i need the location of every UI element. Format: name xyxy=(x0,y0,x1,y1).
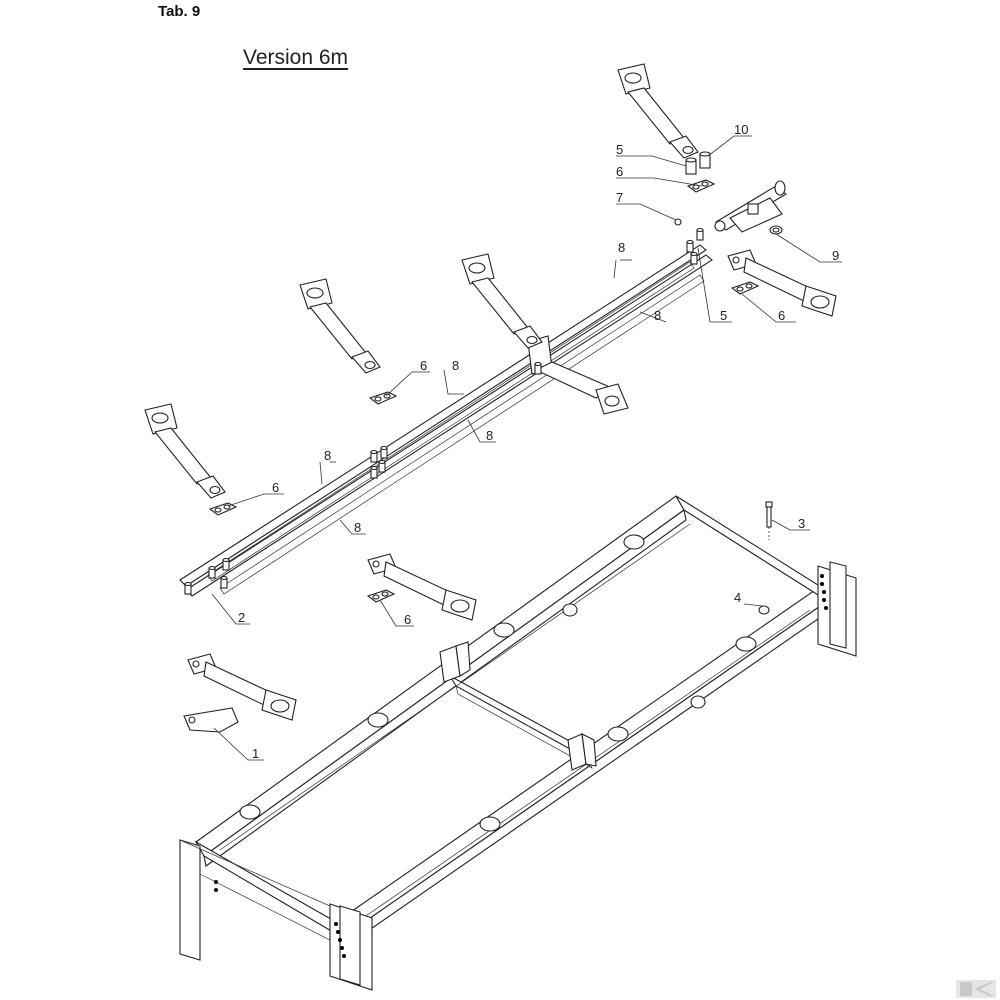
brand-logo-icon xyxy=(956,980,996,998)
leader-lines xyxy=(211,135,842,761)
callout-6-right: 6 xyxy=(778,308,785,323)
nut-9 xyxy=(769,225,783,235)
version-title: Version 6m xyxy=(243,46,349,69)
callout-4: 4 xyxy=(734,590,741,605)
hydraulic-cylinder xyxy=(714,180,787,233)
callout-6-mid: 6 xyxy=(420,358,427,373)
support-arm xyxy=(299,278,381,374)
callout-8-c: 8 xyxy=(452,358,459,373)
callout-7: 7 xyxy=(616,190,623,205)
clamp-bracket xyxy=(727,249,837,317)
support-arm xyxy=(461,253,543,349)
callout-8-e: 8 xyxy=(324,448,331,463)
callout-8-b: 8 xyxy=(654,308,661,323)
clamp-bracket xyxy=(367,553,477,621)
bolt-3 xyxy=(765,501,773,540)
callout-8-d: 8 xyxy=(486,428,493,443)
clamp-bracket xyxy=(187,653,297,721)
callout-5-right: 5 xyxy=(720,308,727,323)
tab-label: Tab. 9 xyxy=(158,3,201,20)
cross-beam-assembly xyxy=(179,227,713,597)
bushing-5 xyxy=(685,157,697,175)
nut-4 xyxy=(758,605,770,615)
callout-9: 9 xyxy=(832,248,839,263)
callout-5-top: 5 xyxy=(616,142,623,157)
support-arm xyxy=(144,403,226,499)
screw-7 xyxy=(674,218,682,226)
plate-6 xyxy=(369,391,397,405)
callout-1: 1 xyxy=(252,746,259,761)
callout-6-low: 6 xyxy=(404,612,411,627)
plate-6 xyxy=(367,589,395,603)
support-arm xyxy=(617,63,699,159)
callout-6-left: 6 xyxy=(272,480,279,495)
bracket-plate-1 xyxy=(183,707,239,733)
plate-6 xyxy=(731,281,759,295)
callout-10: 10 xyxy=(734,122,748,137)
callout-8-a: 8 xyxy=(618,240,625,255)
bushing-10 xyxy=(699,151,711,169)
callout-3: 3 xyxy=(798,516,805,531)
callout-2: 2 xyxy=(238,610,245,625)
main-frame xyxy=(179,495,857,991)
callout-8-f: 8 xyxy=(354,520,361,535)
callout-6-top: 6 xyxy=(616,164,623,179)
